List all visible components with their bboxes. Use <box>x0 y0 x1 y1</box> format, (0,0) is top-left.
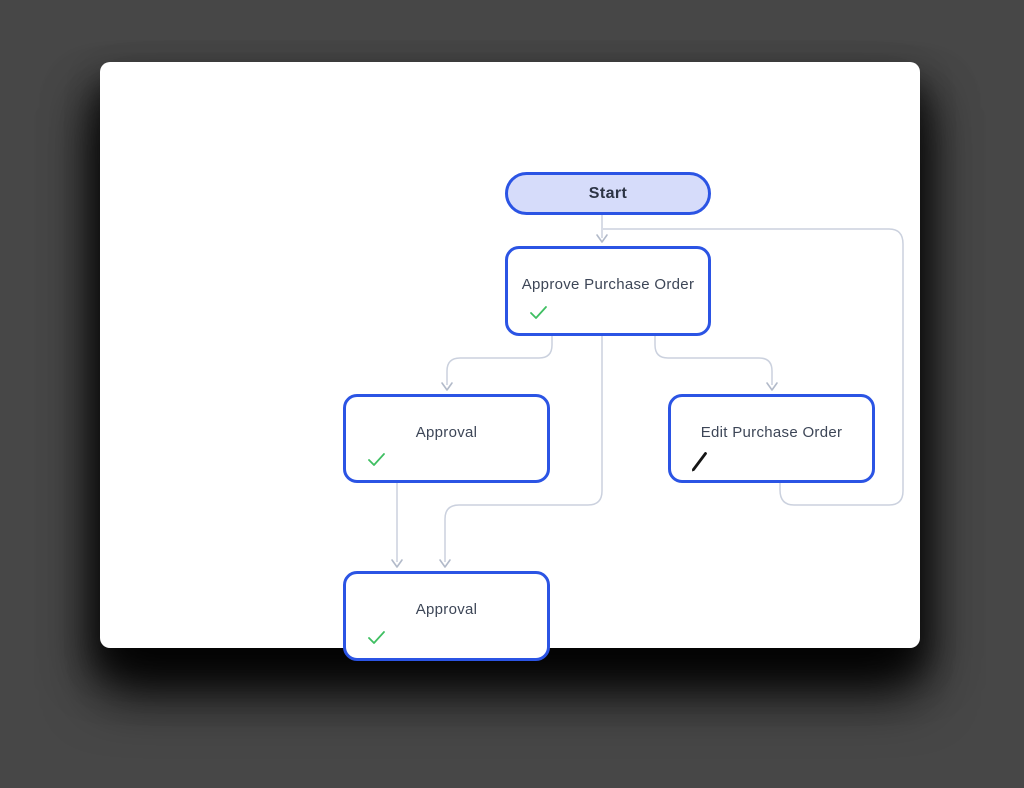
node-approve-purchase-order[interactable]: Approve Purchase Order <box>505 246 711 336</box>
arrowhead-into-approval2-left <box>391 559 403 568</box>
node-approval-2[interactable]: Approval <box>343 571 550 661</box>
edge-approve-to-edit <box>654 336 773 385</box>
arrowhead-into-approval1 <box>441 382 453 391</box>
node-approve-purchase-order-label: Approve Purchase Order <box>521 276 695 293</box>
node-approval-2-label: Approval <box>415 601 478 618</box>
node-edit-purchase-order-label: Edit Purchase Order <box>700 424 843 441</box>
arrowhead-into-edit <box>766 382 778 391</box>
check-icon <box>367 630 386 645</box>
node-start[interactable]: Start <box>505 172 711 215</box>
edge-layer <box>391 215 904 568</box>
node-edit-purchase-order[interactable]: Edit Purchase Order <box>668 394 875 483</box>
node-approval-1[interactable]: Approval <box>343 394 550 483</box>
arrowhead-into-approval2-mid <box>439 559 451 568</box>
workflow-canvas: Start Approve Purchase Order Approval Ed… <box>100 62 920 661</box>
check-icon <box>529 305 548 320</box>
edge-approve-to-approval1 <box>446 336 553 385</box>
node-start-label: Start <box>588 184 628 202</box>
pencil-icon <box>689 449 711 473</box>
arrowhead-into-approve <box>596 234 608 243</box>
check-icon <box>367 452 386 467</box>
node-approval-1-label: Approval <box>415 424 478 441</box>
